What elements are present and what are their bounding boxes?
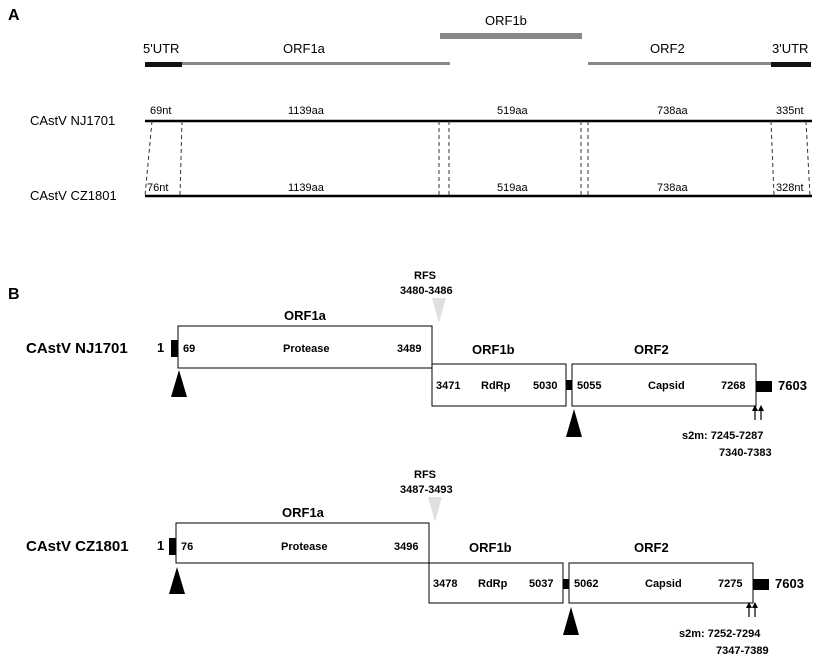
nj1701-orf2-length: 738aa: [657, 105, 688, 117]
nj1701-rfs-range: 3480-3486: [400, 285, 453, 297]
nj1701-s2m-line2: 7340-7383: [719, 447, 772, 459]
nj1701-orf1a-product: Protease: [283, 343, 329, 355]
nj1701-orf1b-end: 5030: [533, 380, 557, 392]
cz1801-rfs-range: 3487-3493: [400, 484, 453, 496]
cz1801-orf1b-end: 5037: [529, 578, 553, 590]
cz1801-orf2-product: Capsid: [645, 578, 682, 590]
genome-nj1701: RFS 3480-3486 CAstV NJ1701 ORF1a ORF1b O…: [26, 270, 807, 459]
nj1701-orf1a-start: 69: [183, 343, 195, 355]
nj1701-utr5-length: 69nt: [150, 105, 171, 117]
nj1701-rfs-label: RFS: [414, 270, 436, 282]
nj1701-orf1b-title: ORF1b: [472, 342, 515, 357]
nj1701-utr5-block: [171, 340, 178, 357]
nj1701-orf1a-length: 1139aa: [288, 105, 325, 117]
cz1801-s2m-line2: 7347-7389: [716, 645, 769, 657]
orf2-header-label: ORF2: [650, 41, 685, 56]
cz1801-orf1a-start: 76: [181, 541, 193, 553]
cz1801-orf2-start-marker-icon: [563, 607, 579, 635]
utr3-label: 3'UTR: [772, 41, 808, 56]
cz1801-orf1a-end: 3496: [394, 541, 418, 553]
cz1801-orf2-length: 738aa: [657, 182, 688, 194]
nj1701-orf1a-start-marker-icon: [171, 370, 187, 397]
nj1701-orf1b-product: RdRp: [481, 380, 511, 392]
nj1701-rfs-arrow-icon: [432, 298, 446, 323]
cz1801-orf1a-start-marker-icon: [169, 567, 185, 594]
cz1801-s2m-arrows-icon: [746, 602, 758, 617]
cz1801-end-position: 7603: [775, 576, 804, 591]
orf1b-bar: [440, 33, 582, 39]
orf1a-header-label: ORF1a: [283, 41, 326, 56]
utr3-bar: [771, 62, 811, 67]
cz1801-orf1b-length: 519aa: [497, 182, 528, 194]
nj1701-orf2-start-marker-icon: [566, 409, 582, 437]
cz1801-orf1a-product: Protease: [281, 541, 327, 553]
connector-utr3-start: [770, 120, 775, 197]
connector-utr3-end: [805, 120, 811, 197]
cz1801-rfs-label: RFS: [414, 469, 436, 481]
cz1801-rfs-arrow-icon: [428, 497, 442, 522]
nj1701-start-position: 1: [157, 340, 164, 355]
nj1701-utr3-block: [756, 381, 772, 392]
nj1701-orf2-start: 5055: [577, 380, 601, 392]
nj1701-genome-name: CAstV NJ1701: [26, 340, 128, 357]
panel-b-label: B: [8, 286, 20, 303]
nj1701-utr3-length: 335nt: [776, 105, 804, 117]
nj1701-orf1a-title: ORF1a: [284, 308, 327, 323]
panel-a-label: A: [8, 7, 20, 24]
cz1801-utr3-length: 328nt: [776, 182, 804, 194]
nj1701-s2m-line1: s2m: 7245-7287: [682, 430, 763, 442]
nj1701-orf2-product: Capsid: [648, 380, 685, 392]
cz1801-orf2-end: 7275: [718, 578, 742, 590]
nj1701-orf1b-start: 3471: [436, 380, 460, 392]
alignment-connectors: [144, 120, 811, 197]
nj1701-strain-name: CAstV NJ1701: [30, 113, 115, 128]
cz1801-utr3-block: [753, 579, 769, 590]
utr5-label: 5'UTR: [143, 41, 179, 56]
nj1701-orf1b-box: [431, 363, 567, 407]
cz1801-genome-name: CAstV CZ1801: [26, 538, 129, 555]
cz1801-intergenic-block: [563, 579, 569, 589]
cz1801-strain-name: CAstV CZ1801: [30, 188, 117, 203]
genome-cz1801: RFS 3487-3493 CAstV CZ1801 ORF1a ORF1b O…: [26, 469, 804, 657]
cz1801-orf2-box: [568, 562, 754, 604]
cz1801-s2m-line1: s2m: 7252-7294: [679, 628, 761, 640]
cz1801-start-position: 1: [157, 538, 164, 553]
nj1701-end-position: 7603: [778, 378, 807, 393]
cz1801-orf1b-title: ORF1b: [469, 540, 512, 555]
cz1801-utr5-block: [169, 538, 176, 555]
orf2-bar: [588, 62, 771, 65]
utr5-bar: [145, 62, 182, 67]
nj1701-intergenic-block: [566, 380, 572, 390]
cz1801-orf1b-product: RdRp: [478, 578, 508, 590]
cz1801-utr5-length: 76nt: [147, 182, 168, 194]
cz1801-orf2-start: 5062: [574, 578, 598, 590]
nj1701-orf2-end: 7268: [721, 380, 745, 392]
nj1701-orf2-box: [571, 363, 757, 407]
connector-utr5-start: [144, 120, 153, 197]
nj1701-orf1b-length: 519aa: [497, 105, 528, 117]
nj1701-s2m-arrows-icon: [752, 405, 764, 420]
connector-orf1a-start: [179, 120, 183, 197]
cz1801-orf1b-box: [428, 562, 564, 604]
orf1a-bar: [182, 62, 450, 65]
cz1801-orf1b-start: 3478: [433, 578, 457, 590]
cz1801-orf2-title: ORF2: [634, 540, 669, 555]
nj1701-orf2-title: ORF2: [634, 342, 669, 357]
nj1701-orf1a-end: 3489: [397, 343, 421, 355]
cz1801-orf1a-title: ORF1a: [282, 505, 325, 520]
cz1801-orf1a-length: 1139aa: [288, 182, 325, 194]
nj1701-orf1a-box: [177, 325, 433, 369]
orf1b-header-label: ORF1b: [485, 13, 527, 28]
